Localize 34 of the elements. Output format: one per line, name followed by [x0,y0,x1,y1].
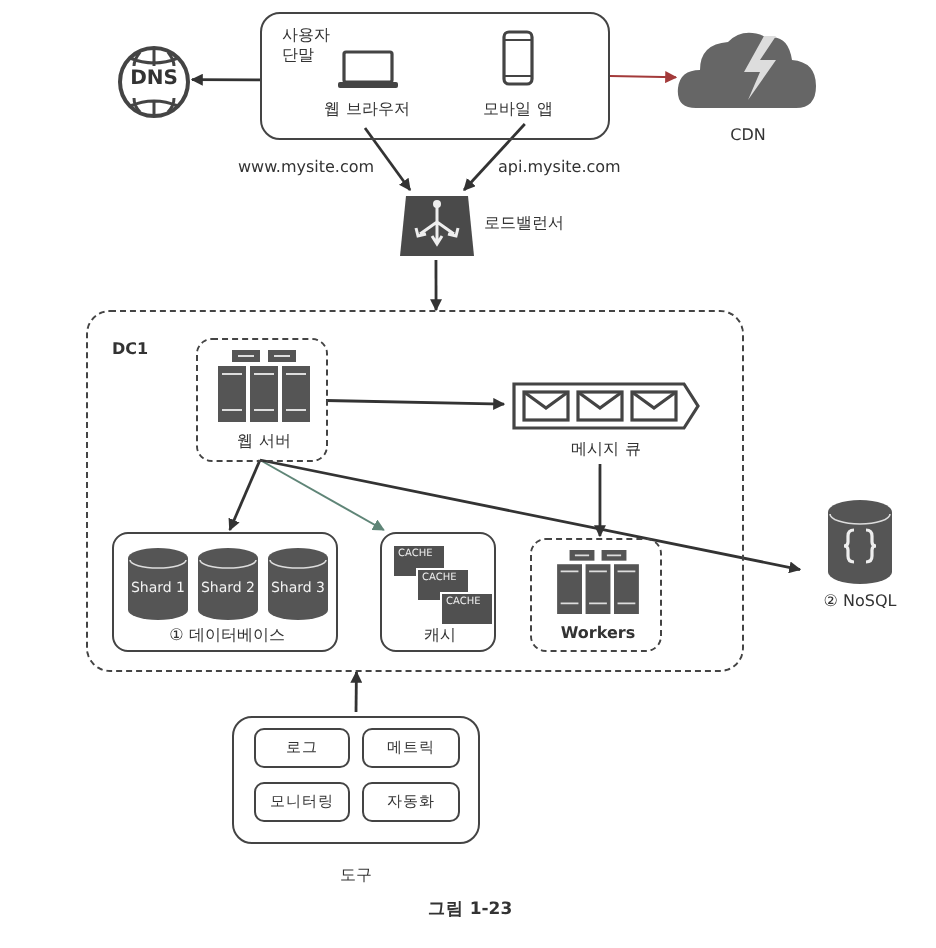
load-balancer-label: 로드밸런서 [484,214,566,234]
group-heading: 사용자 단말 [282,26,332,66]
database-label: ① 데이터베이스 [167,626,287,646]
arrow [228,459,262,532]
arrow [593,464,606,538]
dns-label: DNS [128,70,180,90]
cdn-label: CDN [728,126,768,146]
arrow [259,459,385,531]
arrow [190,73,260,86]
worker-label: Workers [558,624,638,644]
arrow [363,127,412,191]
arrow [350,670,363,712]
queue-label: 메시지 큐 [569,440,643,460]
data-center-boundary [86,310,744,672]
group-heading: DC1 [112,340,151,360]
database-label: ② NoSQL [821,592,899,612]
arrow [463,123,526,191]
worker-group [530,538,662,652]
edge-label: www.mysite.com [236,158,377,178]
arrow [430,260,443,312]
arrow [259,458,802,574]
group-heading: 도구 [338,866,374,886]
server-group [196,338,328,462]
edge-label: api.mysite.com [496,158,623,178]
device-label: 모바일 앱 [481,100,555,120]
cache-label: 캐시 [422,626,458,646]
figure-caption: 그림 1-23 [425,900,515,920]
device-label: 웹 브라우저 [322,100,412,120]
arrow [609,71,678,84]
database-group [112,532,338,652]
client-box [260,12,610,140]
arrow [325,397,506,410]
server-label: 웹 서버 [235,432,293,452]
cache-group [380,532,496,652]
